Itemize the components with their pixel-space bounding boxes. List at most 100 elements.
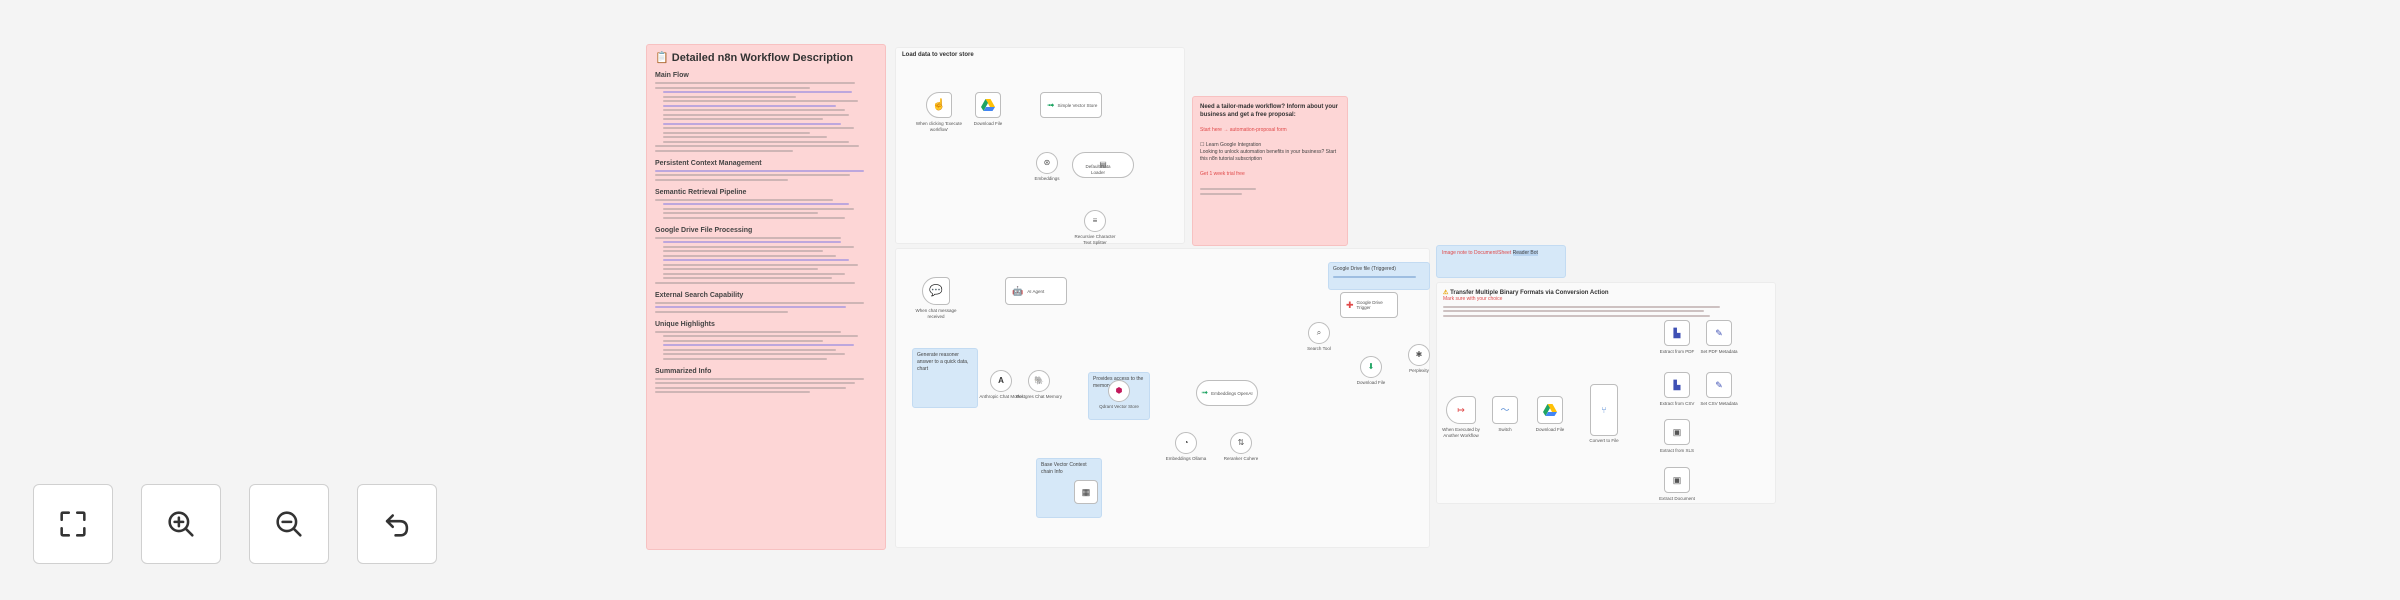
exec-trigger-node[interactable]: ↦ xyxy=(1446,396,1476,424)
trigger-icon: ✚ xyxy=(1346,299,1354,310)
ollama-embeddings-node[interactable]: ◔ xyxy=(1175,432,1197,454)
node-label: Extract from XLS xyxy=(1659,448,1694,453)
convert-header-note[interactable]: Image note to Document/Sheet Reader Bot xyxy=(1436,245,1566,278)
proposal-link[interactable]: Start here → automation-proposal form xyxy=(1200,127,1287,133)
section-heading: Unique Highlights xyxy=(655,320,715,328)
extract-pdf-node[interactable]: ▙ xyxy=(1664,320,1690,346)
postgres-icon: 🐘 xyxy=(1034,376,1044,385)
node-label: Recursive Character Text Splitter xyxy=(1074,234,1116,245)
drive-trigger-note[interactable]: Google Drive file (Triggered) xyxy=(1328,262,1430,290)
vector-store-icon: ➟ xyxy=(1047,99,1055,110)
ai-agent-node[interactable]: 🤖 AI Agent xyxy=(1005,277,1067,305)
pdf-metadata-node[interactable]: ✎ xyxy=(1706,320,1732,346)
csv-icon: ▙ xyxy=(1673,379,1681,390)
chat-icon: 💬 xyxy=(929,284,943,297)
manual-trigger-node[interactable]: ☝ xyxy=(926,92,952,118)
openai-embeddings-node[interactable]: ➟ Embeddings OpenAI xyxy=(1196,380,1258,406)
chat-trigger-node[interactable]: 💬 xyxy=(922,277,950,305)
text-splitter-node[interactable]: ≡ xyxy=(1084,210,1106,232)
vector-store-node[interactable]: ➟ Simple Vector Store xyxy=(1040,92,1102,118)
integration-item: ☐ Learn Google Integration xyxy=(1200,142,1262,148)
reset-zoom-button[interactable] xyxy=(357,484,437,564)
section-heading: Persistent Context Management xyxy=(655,159,762,167)
pen-icon: ✎ xyxy=(1715,379,1723,390)
reranker-icon: ⇅ xyxy=(1237,438,1245,447)
csv-metadata-node[interactable]: ✎ xyxy=(1706,372,1732,398)
model-hint-note[interactable]: Generate reasoner answer to a quick data… xyxy=(912,348,978,408)
perplexity-icon: ✱ xyxy=(1415,350,1423,359)
node-label: When Executed by Another Workflow xyxy=(1442,427,1480,438)
reader-bot-tag: Reader Bot xyxy=(1512,250,1538,256)
extract-document-node[interactable]: ▣ xyxy=(1664,467,1690,493)
pen-icon: ✎ xyxy=(1715,327,1723,338)
google-drive-icon xyxy=(1543,404,1557,416)
postgres-memory-node[interactable]: 🐘 xyxy=(1028,370,1050,392)
data-loader-node[interactable]: ▤ xyxy=(1072,152,1134,178)
node-label: Download File xyxy=(1356,380,1386,385)
node-label: Anthropic Chat Model xyxy=(979,394,1023,399)
section-heading: Main Flow xyxy=(655,72,689,79)
node-label: Default Data Loader xyxy=(1085,164,1111,175)
node-label: Extract Document xyxy=(1659,496,1695,501)
chat-model-node[interactable]: A xyxy=(990,370,1012,392)
node-label: Set CSV Metadata xyxy=(1700,401,1738,406)
reranker-node[interactable]: ⇅ xyxy=(1230,432,1252,454)
consultation-sticky-note[interactable]: Need a tailor-made workflow? Inform abou… xyxy=(1192,96,1348,246)
undo-icon xyxy=(385,514,409,537)
zoom-in-button[interactable] xyxy=(141,484,221,564)
file-download-node[interactable] xyxy=(1537,396,1563,424)
node-label: Download File xyxy=(973,121,1003,126)
grid-icon: ▦ xyxy=(1081,486,1091,497)
node-label: Embeddings Ollama xyxy=(1165,456,1207,461)
embeddings-icon: ⊛ xyxy=(1043,158,1051,167)
drive-trigger-node[interactable]: ✚ Google Drive Trigger xyxy=(1340,292,1398,318)
fit-view-icon xyxy=(60,511,86,537)
warning-icon: ⚠ xyxy=(1443,290,1449,296)
node-label: Convert to File xyxy=(1589,438,1619,443)
google-drive-icon xyxy=(981,99,995,111)
node-label: Switch xyxy=(1498,427,1512,432)
convert-header-red: Image note to Document/Sheet xyxy=(1442,250,1512,256)
pulse-icon: 〜 xyxy=(1500,404,1510,415)
search-tool-node[interactable]: ⌕ xyxy=(1308,322,1330,344)
convert-title: ⚠ Transfer Multiple Binary Formats via C… xyxy=(1443,290,1609,296)
checkbox-icon: ☐ xyxy=(1200,142,1205,148)
qdrant-vector-node[interactable]: ⬢ xyxy=(1108,380,1130,402)
drive-download-node-2[interactable]: ⬇ xyxy=(1360,356,1382,378)
router-node[interactable]: ⑂ xyxy=(1590,384,1618,436)
node-label: Download File xyxy=(1535,427,1565,432)
document-icon: ▣ xyxy=(1672,474,1682,485)
load-data-title: Load data to vector store xyxy=(902,52,974,58)
load-data-sticky-note[interactable]: Load data to vector store xyxy=(895,47,1185,244)
extract-csv-node[interactable]: ▙ xyxy=(1664,372,1690,398)
qdrant-icon: ⬢ xyxy=(1115,386,1123,395)
openai-icon: ➟ xyxy=(1201,388,1209,397)
node-label: Perplexity xyxy=(1409,368,1429,373)
switch-node-a[interactable]: 〜 xyxy=(1492,396,1518,424)
xls-icon: ▣ xyxy=(1672,426,1682,437)
node-label: Reranker Cohere xyxy=(1223,456,1259,461)
extract-xls-node[interactable]: ▣ xyxy=(1664,419,1690,445)
robot-icon: 🤖 xyxy=(1012,285,1024,296)
ollama-icon: ◔ xyxy=(1183,438,1189,447)
description-sticky-note[interactable]: 📋 Detailed n8n Workflow Description Main… xyxy=(646,44,886,550)
node-label: Search Tool xyxy=(1307,346,1331,351)
node-label: Qdrant Vector Store xyxy=(1099,404,1139,409)
perplexity-node[interactable]: ✱ xyxy=(1408,344,1430,366)
description-title: 📋 Detailed n8n Workflow Description xyxy=(655,52,854,64)
section-heading: Google Drive File Processing xyxy=(655,226,753,234)
doc-icon: 📋 xyxy=(655,52,669,64)
router-icon: ⑂ xyxy=(1601,404,1607,415)
zoom-out-button[interactable] xyxy=(249,484,329,564)
drive-download-node[interactable] xyxy=(975,92,1001,118)
node-label: Postgres Chat Memory xyxy=(1015,394,1062,399)
vector-context-node[interactable]: ▦ xyxy=(1074,480,1098,504)
cursor-icon: ☝ xyxy=(932,98,946,111)
consultation-body: Looking to unlock automation benefits in… xyxy=(1200,149,1337,162)
fit-view-button[interactable] xyxy=(33,484,113,564)
vector-hint-note[interactable]: Base Vector Context chain Info xyxy=(1036,458,1102,518)
trial-link[interactable]: Get 1 week trial free xyxy=(1200,171,1245,177)
section-heading: Summarized Info xyxy=(655,367,712,375)
embeddings-node[interactable]: ⊛ xyxy=(1036,152,1058,174)
